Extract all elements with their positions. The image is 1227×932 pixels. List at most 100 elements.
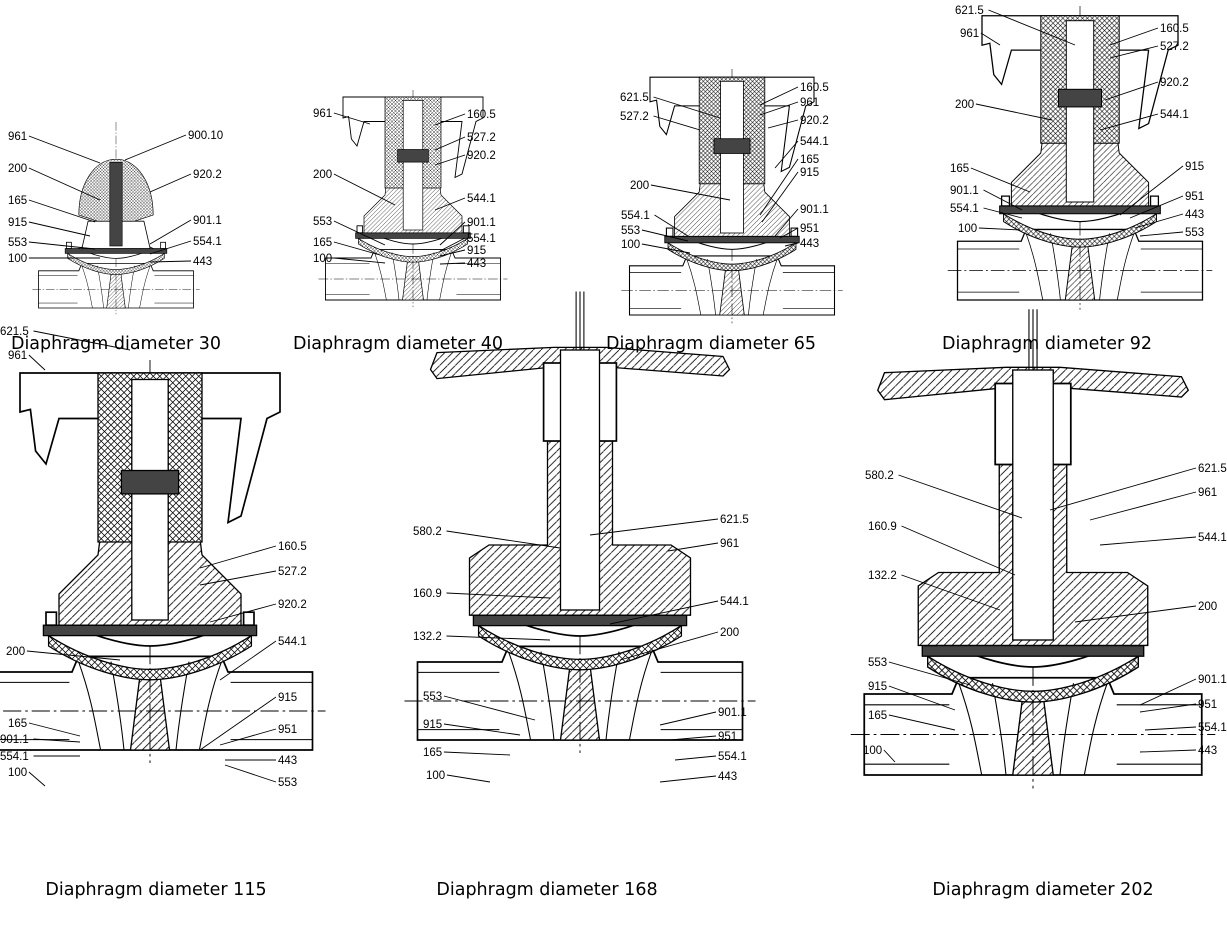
leader-line [434, 197, 466, 211]
part-label: 443 [278, 755, 297, 767]
part-label: 553 [621, 225, 640, 237]
diaphragm [667, 242, 797, 272]
flange [999, 205, 1161, 215]
part-label: 132.2 [868, 570, 897, 582]
part-label: 915 [278, 692, 297, 704]
part-label: 527.2 [620, 111, 649, 123]
part-label: 160.5 [800, 82, 829, 94]
part-label: 920.2 [1160, 77, 1189, 89]
part-label: 900.10 [188, 130, 223, 142]
part-label: 554.1 [1198, 722, 1227, 734]
leader-line [28, 199, 96, 223]
part-label: 554.1 [0, 751, 29, 763]
leader-line [149, 260, 192, 263]
diaphragm [67, 252, 165, 275]
leader-line [609, 600, 719, 625]
leader-line [983, 189, 1023, 211]
leader-line [443, 751, 511, 756]
part-label: 553 [313, 216, 332, 228]
leader-line [654, 214, 689, 237]
figure-labels-6: 580.2160.9132.2553915165100621.5961544.1… [413, 514, 749, 900]
flange [664, 235, 800, 244]
flow-channel [374, 252, 452, 301]
part-label: 901.1 [800, 204, 829, 216]
leader-line [759, 86, 799, 106]
figure-caption: Diaphragm diameter 65 [606, 334, 816, 354]
spindle-nut [397, 149, 429, 163]
part-label: 901.1 [950, 185, 979, 197]
leader-line [1089, 491, 1197, 521]
leader-line [446, 635, 551, 641]
figure-labels-1: 961200165915553100900.10920.2901.1554.14… [8, 130, 223, 354]
part-label: 443 [193, 256, 212, 268]
leader-line [28, 167, 101, 201]
part-label: 554.1 [467, 233, 496, 245]
figure-caption: Diaphragm diameter 40 [293, 334, 503, 354]
leader-line [1049, 467, 1197, 511]
handwheel [19, 372, 281, 524]
part-label: 100 [8, 253, 27, 265]
spindle-nut [713, 138, 751, 154]
part-label: 920.2 [193, 169, 222, 181]
handwheel [981, 15, 1179, 130]
part-label: 901.1 [193, 215, 222, 227]
leader-line [761, 171, 799, 223]
leader-line [1109, 45, 1159, 59]
part-label: 553 [868, 657, 887, 669]
part-label: 901.1 [718, 707, 747, 719]
leader-line [619, 631, 719, 661]
part-label: 200 [720, 627, 739, 639]
leader-line [983, 207, 1023, 219]
part-label: 443 [718, 771, 737, 783]
figure-labels-3: 621.5527.2200554.1553100160.5961920.2544… [606, 82, 829, 354]
leader-line [1104, 81, 1159, 101]
leader-line [333, 257, 386, 264]
part-label: 165 [8, 718, 27, 730]
valve-drawing-5 [0, 360, 326, 763]
part-label: 100 [863, 745, 882, 757]
figure-caption: Diaphragm diameter 202 [932, 880, 1153, 900]
leader-line [33, 738, 81, 743]
flow-channel [508, 651, 652, 741]
leader-line [28, 241, 96, 250]
part-label: 621.5 [0, 326, 29, 338]
flow-channel [958, 683, 1108, 776]
leader-line [149, 219, 192, 245]
part-label: 544.1 [278, 636, 307, 648]
part-label: 165 [313, 237, 332, 249]
leader-line [898, 474, 1023, 519]
leader-line [1109, 27, 1159, 46]
part-label: 961 [1198, 487, 1217, 499]
part-label: 200 [1198, 601, 1217, 613]
part-label: 544.1 [1160, 109, 1189, 121]
part-label: 527.2 [278, 566, 307, 578]
leader-line [589, 518, 719, 536]
leader-line [434, 136, 466, 151]
leader-line [199, 545, 277, 569]
part-label: 160.9 [868, 521, 897, 533]
leader-line [333, 241, 381, 256]
spindle-nut [120, 469, 180, 495]
part-label: 544.1 [467, 193, 496, 205]
stem [131, 378, 169, 621]
leader-line [219, 728, 277, 746]
part-label: 915 [467, 245, 486, 257]
leader-line [759, 101, 799, 116]
leader-line [669, 735, 717, 741]
part-label: 951 [1185, 191, 1204, 203]
leader-line [774, 208, 799, 237]
part-label: 901.1 [0, 734, 29, 746]
flow-channel [1025, 233, 1135, 301]
leader-line [28, 135, 101, 164]
flange [355, 232, 471, 239]
leader-line [888, 661, 971, 686]
leader-line [209, 603, 277, 623]
part-label: 554.1 [718, 751, 747, 763]
leader-line [28, 221, 91, 237]
leader-line [1099, 113, 1159, 131]
leader-line [439, 237, 466, 252]
diaphragm [477, 624, 683, 671]
part-label: 961 [720, 538, 739, 550]
part-label: 165 [423, 747, 442, 759]
